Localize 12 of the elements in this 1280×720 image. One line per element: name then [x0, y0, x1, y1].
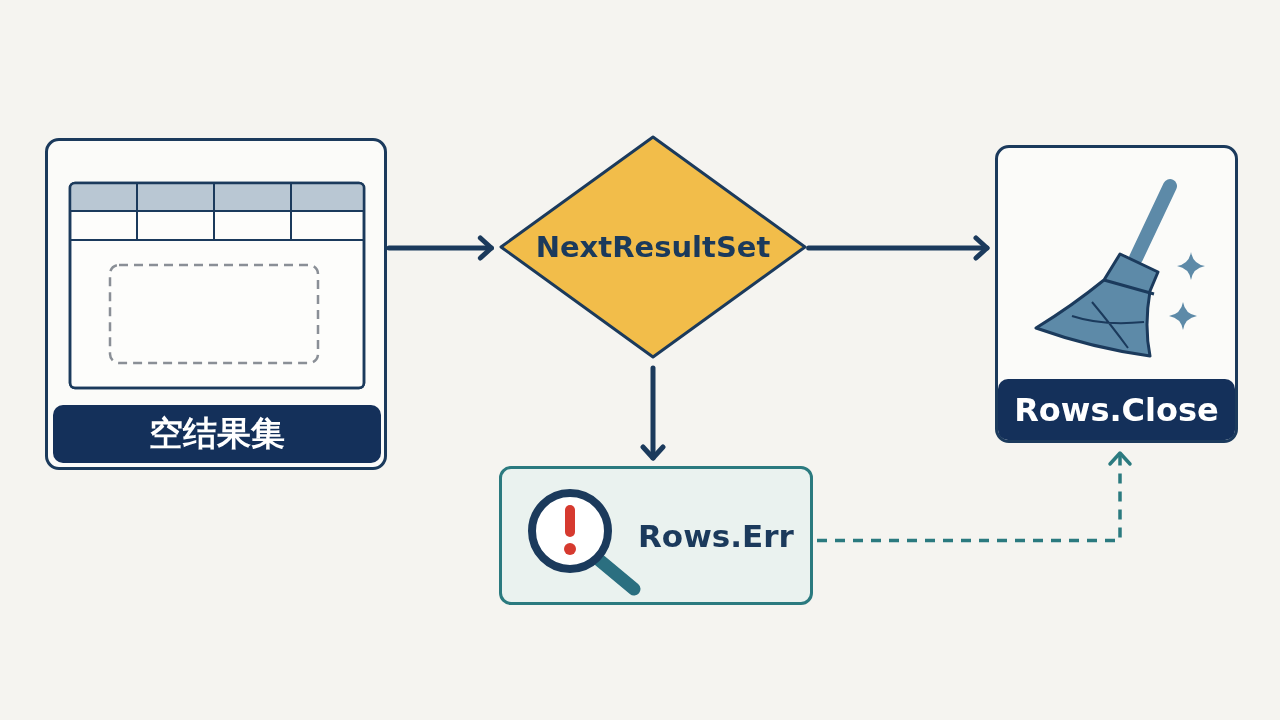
arrow: [806, 235, 990, 261]
node-label: NextResultSet: [535, 230, 771, 264]
node-label: Rows.Err: [638, 517, 794, 554]
arrow: [817, 451, 1132, 543]
arrow: [386, 235, 494, 261]
title-band: 空结果集: [53, 405, 381, 463]
process-box: [499, 466, 813, 605]
icon-card: [995, 145, 1238, 443]
title-band: Rows.Close: [998, 379, 1235, 440]
table-card: [45, 138, 387, 470]
decision-diamond: [498, 134, 808, 360]
arrow: [640, 365, 666, 461]
